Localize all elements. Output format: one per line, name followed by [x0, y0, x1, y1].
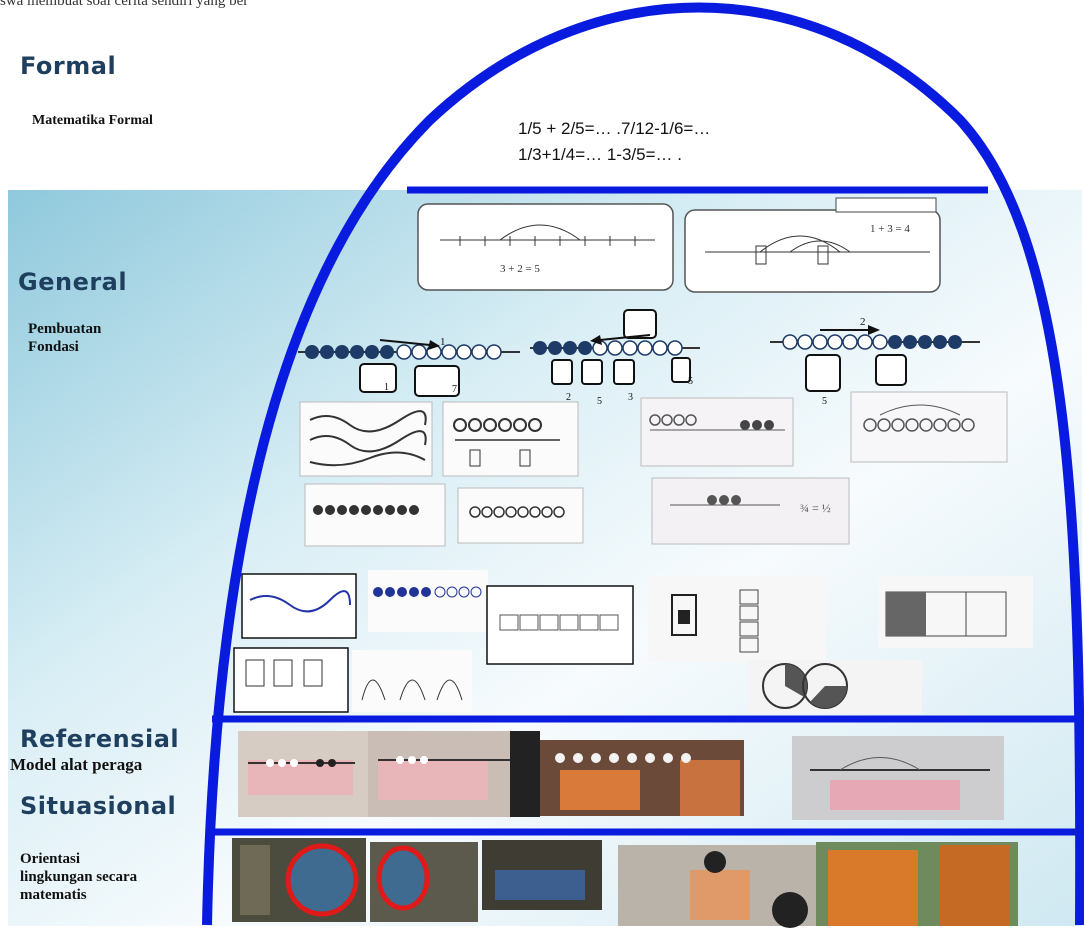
- svg-text:5: 5: [597, 396, 602, 407]
- worksheet-scan-4: [850, 391, 1008, 463]
- photo-bead-model-2: [368, 731, 540, 817]
- photo-bead-model-1: [238, 731, 368, 817]
- worksheet-scan-15: [748, 660, 922, 714]
- bead-model-1: 1 1 7: [298, 336, 520, 397]
- svg-text:1: 1: [384, 382, 389, 393]
- level-formal-subtitle: Matematika Formal: [32, 113, 153, 128]
- level-referensial-subtitle: Model alat peraga: [10, 755, 143, 774]
- worksheet-scan-2: [442, 401, 579, 477]
- svg-text:2: 2: [566, 392, 571, 403]
- level-situasional-subtitle: Orientasi lingkungan secara matematis: [20, 851, 138, 903]
- photo-classroom-2: [370, 842, 478, 922]
- student-sketch-number-line-1: 3 + 2 = 5: [417, 203, 674, 291]
- svg-text:7: 7: [452, 384, 457, 395]
- worksheet-scan-13: [233, 647, 349, 713]
- svg-text:3: 3: [628, 392, 633, 403]
- svg-text:1: 1: [440, 336, 446, 348]
- svg-text:¾ = ½: ¾ = ½: [800, 501, 831, 515]
- photo-bead-model-3: [540, 740, 744, 816]
- worksheet-scan-9: [368, 570, 488, 632]
- photo-classroom-4: [618, 845, 816, 928]
- worksheet-scan-1: [299, 401, 433, 477]
- worksheet-scan-3: [640, 397, 794, 467]
- bead-model-2: 2 5 3 5: [530, 309, 700, 407]
- worksheet-scan-12: [878, 576, 1033, 648]
- level-general-title: General: [18, 268, 128, 296]
- level-referensial-title: Referensial: [20, 725, 180, 753]
- student-sketch-number-line-2: 1 + 3 = 4: [684, 197, 941, 293]
- worksheet-scan-7: ¾ = ½: [651, 477, 850, 545]
- bead-model-3: 2 5: [770, 316, 980, 407]
- formula-line-2: 1/3+1/4=… 1-3/5=… .: [518, 145, 682, 164]
- worksheet-scan-5: [304, 483, 446, 547]
- level-situasional-title: Situasional: [20, 792, 177, 820]
- svg-text:1 + 3 = 4: 1 + 3 = 4: [870, 223, 910, 235]
- worksheet-scan-14: [352, 650, 472, 712]
- worksheet-scan-10: [486, 585, 634, 665]
- formula-line-1: 1/5 + 2/5=… .7/12-1/6=…: [518, 119, 711, 138]
- svg-text:3 + 2 = 5: 3 + 2 = 5: [500, 263, 540, 275]
- photo-classroom-5: [816, 842, 1018, 926]
- svg-text:2: 2: [860, 316, 866, 328]
- worksheet-scan-8: [241, 573, 357, 639]
- worksheet-scan-6: [457, 487, 584, 544]
- svg-text:5: 5: [688, 376, 693, 387]
- level-formal-title: Formal: [20, 52, 117, 80]
- worksheet-scan-11: [648, 576, 826, 662]
- photo-bead-model-4: [792, 736, 1004, 820]
- level-general-subtitle: Pembuatan Fondasi: [28, 321, 102, 355]
- photo-classroom-1: [232, 838, 366, 922]
- svg-text:5: 5: [822, 396, 827, 407]
- iceberg-arch: [202, 2, 1084, 926]
- photo-classroom-3: [482, 840, 602, 910]
- top-cut-text: swa membuat soal cerita sendiri yang ber: [0, 0, 249, 9]
